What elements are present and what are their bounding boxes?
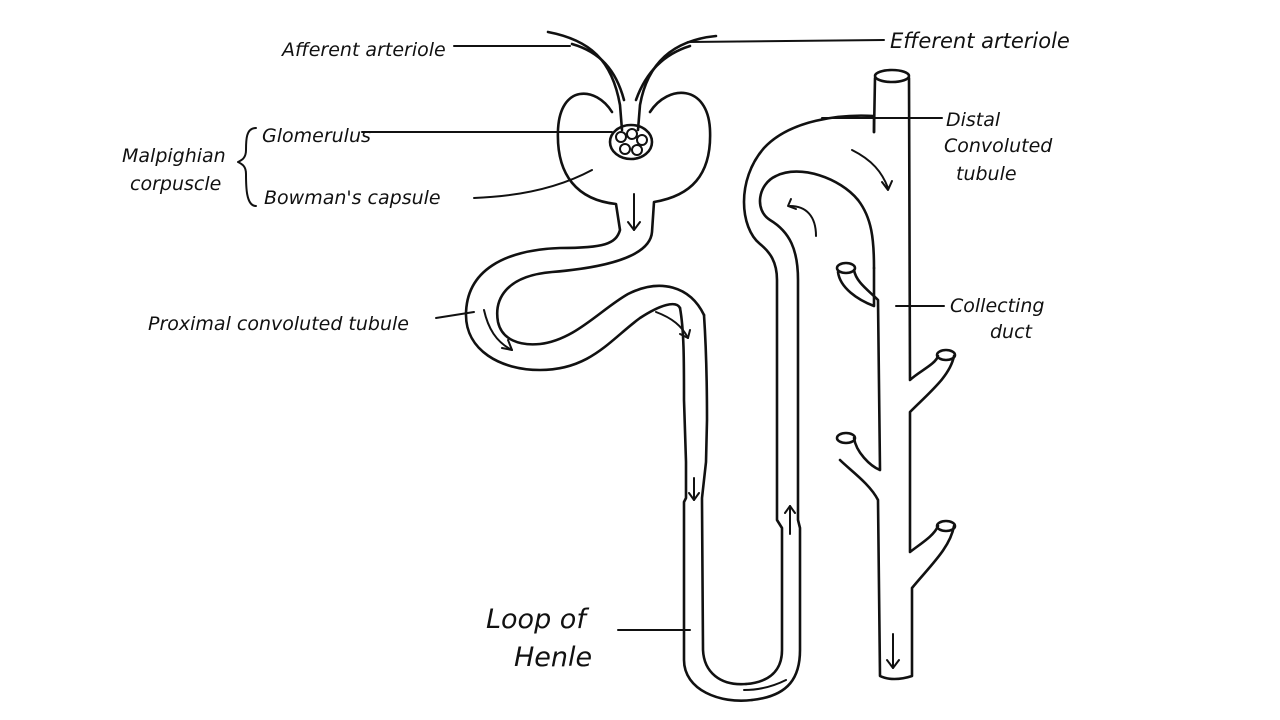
- afferent-arteriole: [546, 30, 626, 132]
- efferent-arteriole: [634, 34, 718, 132]
- collecting-duct-label-line2: duct: [990, 321, 1034, 343]
- flow-arrows: [483, 149, 900, 691]
- loop-of-henle-label-line2: Henle: [514, 642, 592, 673]
- efferent-arteriole-label: Efferent arteriole: [890, 29, 1070, 53]
- malpighian-label-line2: corpuscle: [130, 173, 221, 195]
- ascending-limb: [742, 114, 876, 702]
- loop-of-henle-label-line1: Loop of: [486, 604, 589, 635]
- distal-convoluted-tubule: [856, 114, 876, 270]
- malpighian-label-line1: Malpighian: [122, 145, 226, 167]
- distal-label-line3: tubule: [956, 163, 1017, 185]
- collecting-duct-label-line1: Collecting: [950, 295, 1044, 317]
- proximal-tubule-label: Proximal convoluted tubule: [148, 313, 409, 335]
- leader-lines: [361, 39, 945, 631]
- descending-limb: [678, 306, 754, 702]
- glomerulus-label: Glomerulus: [262, 125, 371, 147]
- distal-label-line2: Convoluted: [944, 135, 1053, 157]
- glomerulus: [608, 123, 654, 161]
- bowmans-capsule-label: Bowman's capsule: [264, 187, 441, 209]
- collecting-duct: [835, 68, 957, 681]
- malpighian-bracket: [237, 127, 257, 207]
- afferent-arteriole-label: Afferent arteriole: [280, 39, 446, 61]
- distal-label-line1: Distal: [946, 109, 1001, 131]
- bowmans-capsule: [464, 91, 712, 372]
